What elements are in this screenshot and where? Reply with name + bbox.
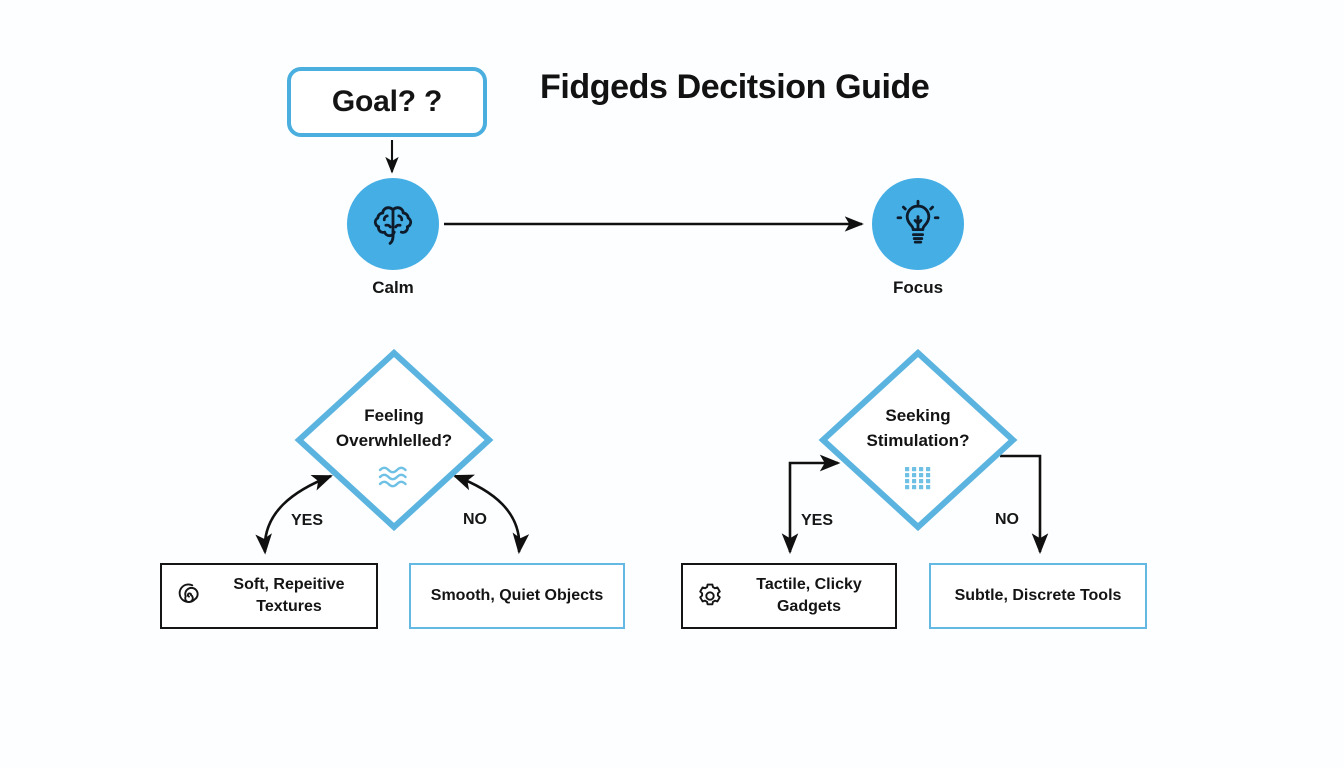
result-soft-repetitive-textures[interactable]: Soft, Repeitive Textures [160, 563, 378, 629]
result-subtle-discrete-tools[interactable]: Subtle, Discrete Tools [929, 563, 1147, 629]
node-focus-bubble [872, 178, 964, 270]
decision-overwhelmed-line1: Feeling [364, 406, 424, 425]
edge-label-left-yes: YES [291, 512, 324, 529]
result-soft-line2: Textures [256, 598, 322, 615]
diamond-shape [818, 348, 1018, 532]
dot-grid-icon [905, 467, 931, 490]
node-calm[interactable]: Calm [347, 178, 439, 297]
edge-label-right-no: NO [995, 511, 1019, 528]
decision-overwhelmed-line2: Overwhlelled? [335, 430, 453, 450]
edge-label-right-yes: YES [801, 512, 834, 529]
page-title: Fidgeds Decitsion Guide [540, 68, 930, 106]
result-subtle-text: Subtle, Discrete Tools [954, 586, 1122, 604]
decision-overwhelmed[interactable]: Feeling Overwhlelled? [294, 348, 494, 532]
spiral-icon [178, 583, 199, 604]
start-node[interactable]: Goal? ? [287, 67, 487, 137]
decision-stimulation[interactable]: Seeking Stimulation? [818, 348, 1018, 532]
decision-stimulation-text: Seeking Stimulation? [818, 404, 1018, 453]
decision-overwhelmed-text: Feeling Overwhlelled? [294, 404, 494, 453]
result-smooth-quiet-objects[interactable]: Smooth, Quiet Objects [409, 563, 625, 629]
result-soft-line1: Soft, Repeitive [233, 575, 345, 593]
node-calm-label: Calm [372, 278, 414, 297]
result-soft-text: Soft, Repeitive Textures [214, 574, 364, 619]
start-node-label: Goal? ? [331, 85, 443, 118]
result-smooth-text: Smooth, Quiet Objects [430, 586, 604, 604]
node-focus[interactable]: Focus [872, 178, 964, 297]
lightbulb-icon [896, 199, 940, 244]
diamond-shape [294, 348, 494, 532]
decision-stimulation-line2: Stimulation? [866, 430, 970, 450]
node-calm-bubble [347, 178, 439, 270]
node-focus-label: Focus [892, 278, 944, 297]
gear-icon [699, 583, 721, 606]
waves-icon [378, 466, 407, 488]
edge-label-left-no: NO [463, 511, 487, 528]
decision-stimulation-line1: Seeking [885, 406, 951, 425]
result-tactile-line1: Tactile, Clicky [756, 575, 862, 593]
result-tactile-line2: Gadgets [776, 598, 841, 615]
brain-icon [373, 206, 413, 245]
result-tactile-clicky-gadgets[interactable]: Tactile, Clicky Gadgets [681, 563, 897, 629]
result-tactile-text: Tactile, Clicky Gadgets [735, 574, 883, 619]
